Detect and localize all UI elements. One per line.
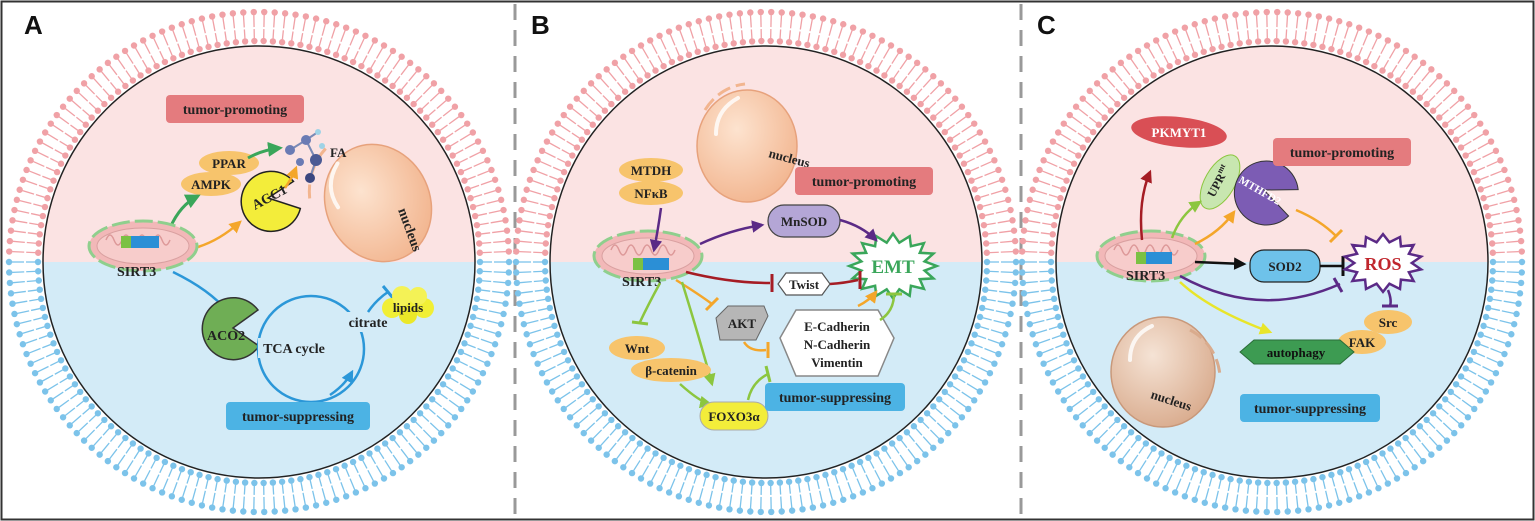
arrow-sirt3-uprmt bbox=[1170, 200, 1203, 239]
inhibit-mthfd2-ros bbox=[1295, 208, 1337, 237]
lipids-node bbox=[382, 286, 434, 324]
ampk-node bbox=[181, 172, 241, 196]
e-cadherin-label: E-Cadherin bbox=[804, 319, 871, 334]
mtdh-label: MTDH bbox=[631, 163, 671, 178]
panel-b: B nucleus MTDH NFκB tumor-promoting MnSO… bbox=[512, 8, 1020, 516]
tumor-promoting-label-a bbox=[166, 95, 304, 123]
wnt-label: Wnt bbox=[625, 341, 650, 356]
beta-catenin-node bbox=[631, 358, 711, 382]
uprmt-node bbox=[1199, 154, 1241, 210]
inhibit-green-emt bbox=[879, 295, 896, 322]
aco2-node bbox=[201, 296, 261, 361]
beta-catenin-label: β-catenin bbox=[645, 363, 697, 378]
inhibit-akt-cadherin bbox=[742, 341, 767, 352]
arrow-ppar-fa bbox=[247, 141, 283, 160]
fak-label: FAK bbox=[1349, 335, 1376, 350]
arrow-sirt3-autophagy bbox=[1179, 281, 1273, 335]
src-label: Src bbox=[1379, 315, 1398, 330]
twist-label: Twist bbox=[789, 277, 820, 292]
lipids-label: lipids bbox=[393, 300, 423, 315]
akt-label: AKT bbox=[728, 316, 757, 331]
tumor-suppressing-text-c: tumor-suppressing bbox=[1254, 402, 1366, 417]
vimentin-label: Vimentin bbox=[811, 355, 863, 370]
inhibit-sirt3-wnt bbox=[638, 282, 662, 323]
ppar-label: PPAR bbox=[212, 156, 246, 171]
pkmyt1-label: PKMYT1 bbox=[1152, 125, 1207, 140]
tumor-promoting-text-a: tumor-promoting bbox=[183, 103, 287, 118]
foxo3a-label: FOXO3α bbox=[708, 409, 760, 424]
mthfd2-node bbox=[1233, 160, 1299, 226]
sirt3-label-a: SIRT3 bbox=[117, 265, 156, 280]
arrow-sirt3-pkmyt1 bbox=[1139, 169, 1152, 241]
sirt3-domain-a1 bbox=[121, 236, 131, 248]
inhibit-twist-emt bbox=[829, 278, 859, 286]
pkmyt1-node bbox=[1131, 116, 1227, 148]
panel-letter-c: C bbox=[1037, 10, 1056, 40]
fa-molecule-icon bbox=[285, 129, 325, 183]
sirt3-label-b: SIRT3 bbox=[622, 275, 661, 290]
tumor-promoting-label-b bbox=[795, 167, 933, 195]
nfkb-node bbox=[619, 181, 683, 205]
membrane-a bbox=[5, 8, 513, 516]
foxo3a-node bbox=[699, 401, 769, 431]
inhibit-citrate-lipids bbox=[366, 290, 389, 313]
panel-c: C PKMYT1 UPRmt MTHFD2 tumor-promoting SI… bbox=[1018, 8, 1526, 516]
akt-node bbox=[715, 305, 769, 341]
tumor-suppressing-label-a bbox=[226, 402, 370, 430]
tumor-suppressing-label-c bbox=[1240, 394, 1380, 422]
arrow-mnsod-emt bbox=[839, 218, 878, 242]
membrane-c bbox=[1018, 8, 1526, 516]
ampk-label: AMPK bbox=[191, 177, 232, 192]
src-node bbox=[1364, 310, 1412, 334]
mitochondrion-b bbox=[592, 229, 704, 283]
nucleus-a bbox=[307, 143, 433, 263]
arrow-sirt3-mnsod bbox=[699, 220, 765, 246]
inhibit-sirt3-ros bbox=[1179, 274, 1341, 302]
wnt-node bbox=[609, 336, 665, 360]
tca-cycle-label: TCA cycle bbox=[263, 342, 325, 357]
citrate-label: citrate bbox=[349, 316, 388, 331]
arrow-nfkb-sirt3 bbox=[649, 207, 663, 253]
arrow-sirt3-foxo3a bbox=[680, 281, 716, 387]
ppar-node bbox=[199, 151, 259, 175]
autophagy-node bbox=[1239, 339, 1355, 365]
arrow-sirt3-mthfd2 bbox=[1194, 209, 1236, 246]
mnsod-label: MnSOD bbox=[781, 214, 827, 229]
inhibit-sirt3-twist bbox=[685, 270, 771, 285]
inhibit-foxo3a-cadherin bbox=[746, 372, 769, 401]
n-cadherin-label: N-Cadherin bbox=[804, 337, 871, 352]
fa-label: FA bbox=[330, 145, 347, 160]
nucleus-c bbox=[1110, 316, 1222, 428]
tumor-suppressing-label-b bbox=[765, 383, 905, 411]
sirt3-label-c: SIRT3 bbox=[1126, 269, 1165, 284]
panel-letter-a: A bbox=[24, 10, 43, 40]
sod2-label: SOD2 bbox=[1268, 259, 1301, 274]
twist-node bbox=[777, 272, 831, 296]
panel-a: A tumor-promoting nucleus PPAR AMPK bbox=[5, 8, 513, 516]
tumor-suppressing-text-a: tumor-suppressing bbox=[242, 410, 354, 425]
nfkb-label: NFκB bbox=[634, 186, 668, 201]
inhibit-sirt3-akt bbox=[675, 278, 713, 306]
cadherin-vimentin-node bbox=[779, 309, 895, 377]
tumor-promoting-label-c bbox=[1273, 138, 1411, 166]
autophagy-label: autophagy bbox=[1267, 345, 1326, 360]
membrane-b bbox=[512, 8, 1020, 516]
mtdh-node bbox=[619, 158, 683, 182]
tumor-suppressing-text-b: tumor-suppressing bbox=[779, 391, 891, 406]
ros-label: ROS bbox=[1364, 254, 1401, 274]
ros-node bbox=[1341, 232, 1425, 294]
sirt3-domain-a2 bbox=[131, 236, 159, 248]
aco2-label: ACO2 bbox=[207, 329, 245, 344]
arrow-sirt3-sod2 bbox=[1194, 257, 1247, 270]
arrow-acc1-fa bbox=[283, 165, 299, 189]
nucleus-b bbox=[696, 82, 798, 203]
arrow-cadherin-emt bbox=[857, 290, 878, 308]
panel-letter-b: B bbox=[531, 10, 550, 40]
tumor-promoting-text-b: tumor-promoting bbox=[812, 175, 916, 190]
arrow-sirt3-acc1 bbox=[197, 220, 242, 249]
emt-label: EMT bbox=[871, 257, 915, 278]
tumor-promoting-text-c: tumor-promoting bbox=[1290, 146, 1394, 161]
